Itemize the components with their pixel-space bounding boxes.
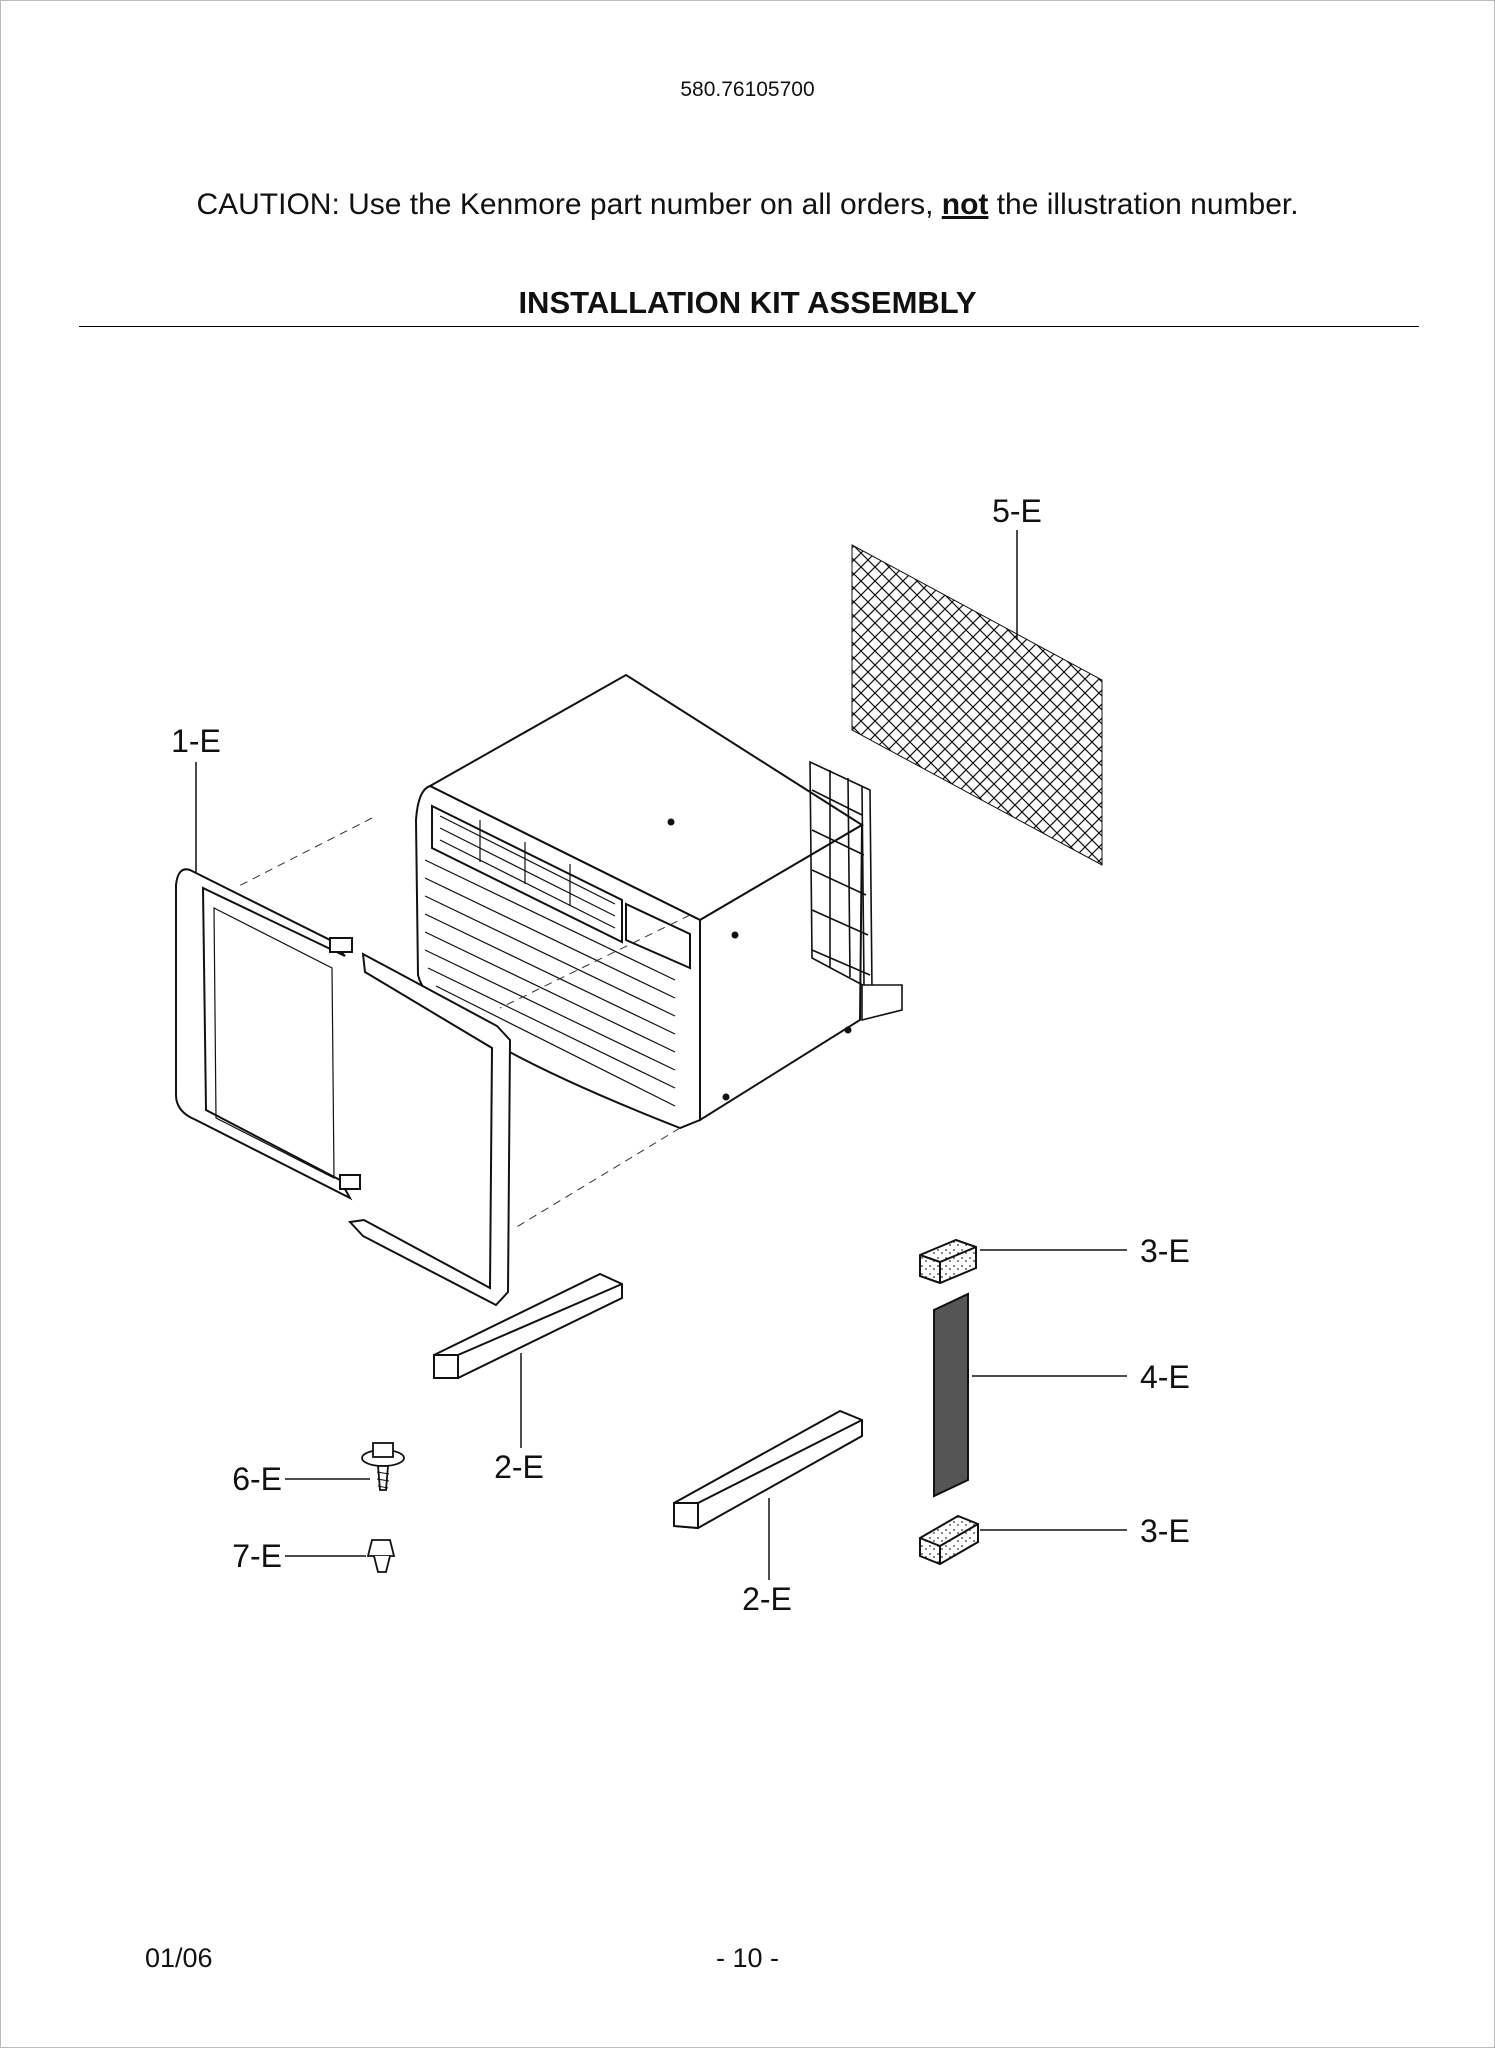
callout-label: 3-E bbox=[1140, 1513, 1190, 1549]
callout-label: 1-E bbox=[171, 723, 221, 759]
callout-label: 2-E bbox=[494, 1449, 544, 1485]
callout-label: 5-E bbox=[992, 493, 1042, 529]
side-bar-icon bbox=[433, 1272, 623, 1379]
callout-label: 3-E bbox=[1140, 1233, 1190, 1269]
mesh-screen-icon bbox=[851, 544, 1103, 866]
foam-block-icon bbox=[919, 1238, 977, 1285]
leader-lines bbox=[195, 530, 1127, 1580]
alignment-lines bbox=[234, 817, 691, 1229]
page-title: INSTALLATION KIT ASSEMBLY bbox=[518, 285, 977, 320]
caution-note: CAUTION: Use the Kenmore part number on … bbox=[0, 188, 1495, 222]
caution-text-start: CAUTION: Use the Kenmore part number on … bbox=[196, 188, 942, 221]
callout-label: 4-E bbox=[1140, 1359, 1190, 1395]
front-grille bbox=[424, 859, 676, 1107]
screw-icon bbox=[361, 1442, 405, 1491]
air-conditioner-unit bbox=[414, 673, 903, 1130]
page-number: - 10 - bbox=[715, 1943, 780, 1973]
frame-icon bbox=[175, 868, 512, 1307]
clip-icon bbox=[366, 1539, 396, 1573]
callout-label: 7-E bbox=[232, 1538, 282, 1574]
foam-strip-icon bbox=[933, 1292, 969, 1498]
model-number: 580.76105700 bbox=[680, 78, 815, 101]
title-rule bbox=[79, 326, 1419, 327]
side-bar-icon bbox=[673, 1409, 863, 1530]
footer-date: 01/06 bbox=[145, 1943, 213, 1973]
caution-text-end: the illustration number. bbox=[988, 188, 1299, 221]
coil-cage bbox=[809, 760, 903, 1022]
callout-label: 6-E bbox=[232, 1461, 282, 1497]
foam-block-icon bbox=[919, 1514, 979, 1566]
caution-emphasis: not bbox=[941, 188, 989, 221]
callout-label: 2-E bbox=[742, 1581, 792, 1617]
